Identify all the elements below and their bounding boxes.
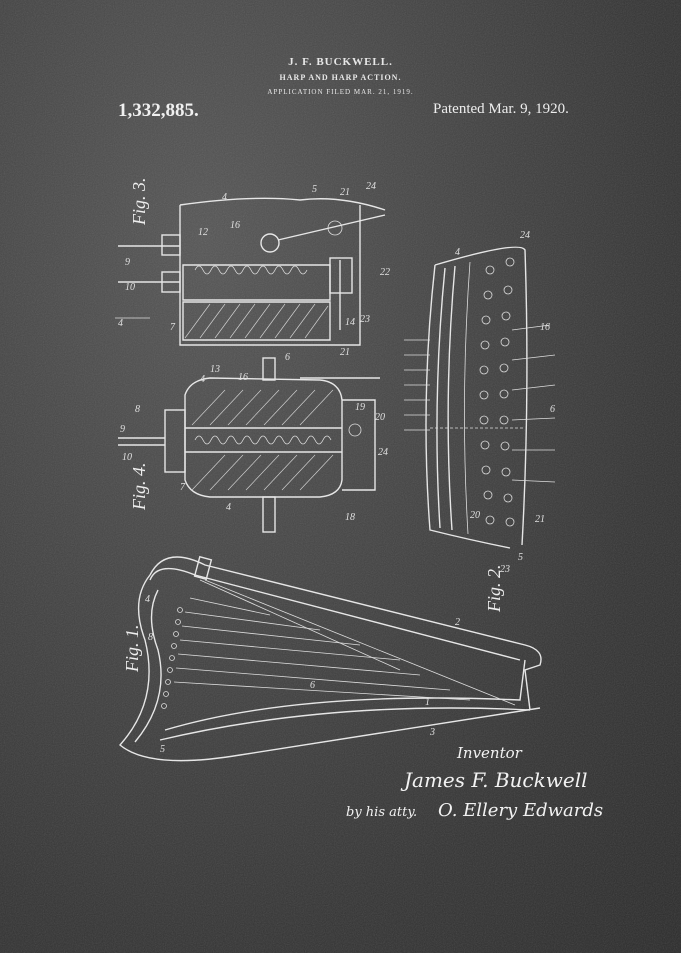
svg-text:10: 10 xyxy=(122,452,132,463)
svg-text:3: 3 xyxy=(429,727,435,738)
svg-text:24: 24 xyxy=(520,230,530,241)
inventor-signature: James F. Buckwell xyxy=(404,768,588,792)
svg-text:9: 9 xyxy=(120,424,125,435)
svg-text:5: 5 xyxy=(160,744,165,755)
svg-text:4: 4 xyxy=(145,594,150,605)
svg-text:16: 16 xyxy=(540,322,550,333)
svg-text:8: 8 xyxy=(148,632,153,643)
figure-4: Fig. 4. 98 10 13 xyxy=(118,347,388,533)
svg-text:5: 5 xyxy=(312,184,317,195)
svg-text:13: 13 xyxy=(210,364,220,375)
patent-number: 1,332,885. xyxy=(118,100,199,121)
svg-text:7: 7 xyxy=(180,482,186,493)
fig1-label: Fig. 1. xyxy=(122,625,142,674)
inventor-caption: Inventor xyxy=(457,744,522,762)
attorney-signature: O. Ellery Edwards xyxy=(438,800,604,821)
svg-text:7: 7 xyxy=(170,322,176,333)
svg-text:4: 4 xyxy=(200,374,205,385)
svg-text:23: 23 xyxy=(500,564,510,575)
svg-text:21: 21 xyxy=(340,187,350,198)
svg-text:24: 24 xyxy=(378,447,388,458)
svg-text:8: 8 xyxy=(135,404,140,415)
svg-text:6: 6 xyxy=(310,680,315,691)
application-filed: APPLICATION FILED MAR. 21, 1919. xyxy=(267,88,414,96)
attorney-prefix: by his atty. xyxy=(346,805,418,820)
svg-text:21: 21 xyxy=(535,514,545,525)
svg-text:1: 1 xyxy=(425,697,430,708)
svg-text:6: 6 xyxy=(550,404,555,415)
svg-text:6: 6 xyxy=(285,352,290,363)
svg-text:20: 20 xyxy=(470,510,480,521)
svg-text:23: 23 xyxy=(360,314,370,325)
figure-2: Fig. 2. xyxy=(404,230,556,614)
svg-text:9: 9 xyxy=(125,257,130,268)
fig3-label: Fig. 3. xyxy=(129,178,149,227)
svg-text:19: 19 xyxy=(355,402,365,413)
svg-text:5: 5 xyxy=(518,552,523,563)
svg-text:4: 4 xyxy=(222,192,227,203)
inventor-name: J. F. BUCKWELL. xyxy=(288,56,393,68)
fig2-label: Fig. 2. xyxy=(484,565,504,614)
patent-date: Patented Mar. 9, 1920. xyxy=(433,101,569,117)
figure-3: Fig. 3. 9 10 12 16 4 xyxy=(115,178,390,346)
svg-text:4: 4 xyxy=(118,318,123,329)
patent-title: HARP AND HARP ACTION. xyxy=(279,73,402,82)
svg-text:16: 16 xyxy=(238,372,248,383)
svg-text:10: 10 xyxy=(125,282,135,293)
svg-text:22: 22 xyxy=(380,267,390,278)
svg-text:24: 24 xyxy=(366,181,376,192)
svg-text:20: 20 xyxy=(375,412,385,423)
fig4-label: Fig. 4. xyxy=(129,463,149,512)
svg-text:16: 16 xyxy=(230,220,240,231)
svg-text:4: 4 xyxy=(455,247,460,258)
svg-text:2: 2 xyxy=(455,617,460,628)
svg-text:4: 4 xyxy=(226,502,231,513)
figure-1: Fig. 1. 4 8 2 6 1 xyxy=(118,555,542,762)
svg-text:14: 14 xyxy=(345,317,355,328)
svg-text:12: 12 xyxy=(198,227,208,238)
svg-text:18: 18 xyxy=(345,512,355,523)
svg-text:21: 21 xyxy=(340,347,350,358)
